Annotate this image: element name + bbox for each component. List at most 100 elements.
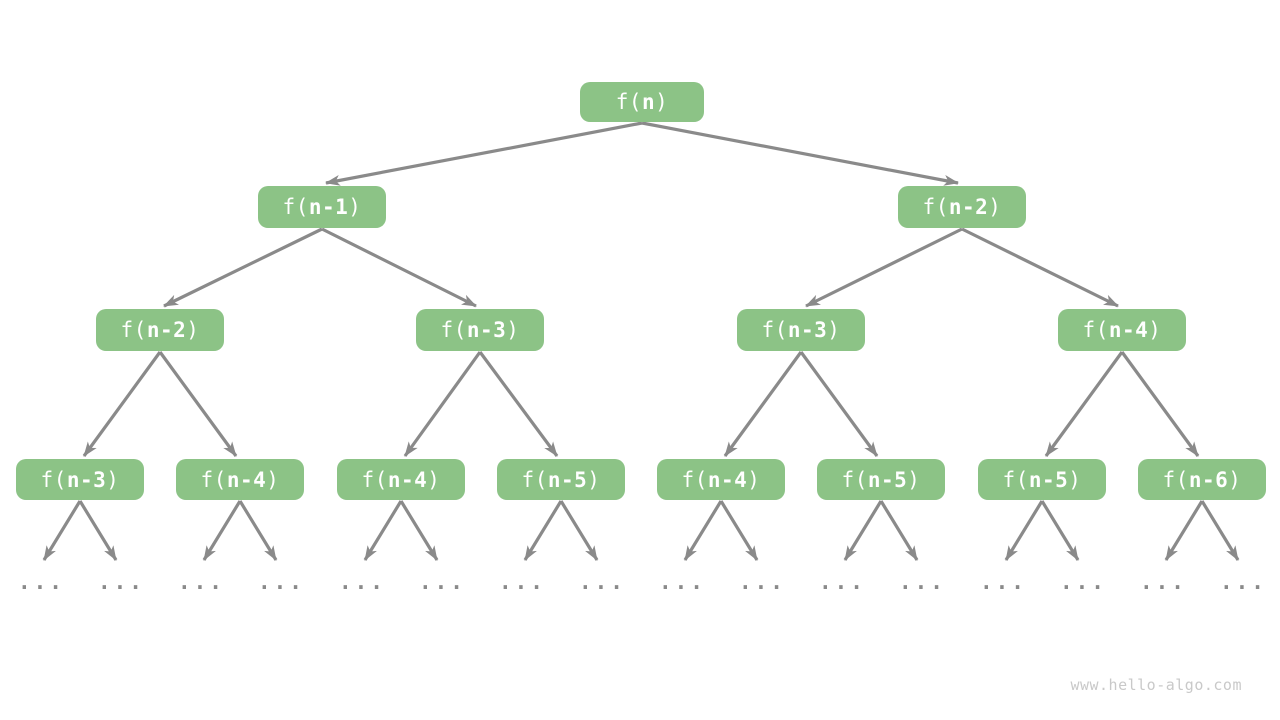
- node-label-pre: f(: [615, 90, 642, 114]
- node-label-pre: f(: [40, 467, 67, 492]
- node-f-n-5: f(n-5): [978, 459, 1106, 500]
- node-label-arg: n-5: [1028, 467, 1069, 492]
- node-f-n-6: f(n-6): [1138, 459, 1266, 500]
- node-label-arg: n-3: [66, 467, 107, 492]
- edge-arrow: [78, 500, 118, 561]
- ellipsis-leaf: ...: [18, 570, 65, 594]
- edge-arrow: [1040, 500, 1080, 561]
- edge-arrow: [799, 351, 879, 457]
- node-label-pre: f(: [440, 318, 467, 342]
- edge-arrow: [1164, 500, 1204, 561]
- node-label-post: ): [988, 195, 1002, 219]
- edge-arrow: [325, 121, 643, 186]
- ellipsis-leaf: ...: [899, 570, 946, 594]
- edge-arrow: [879, 500, 919, 561]
- node-label-pre: f(: [282, 195, 309, 219]
- edge-arrow: [42, 500, 82, 561]
- node-label-post: ): [427, 467, 441, 492]
- edge-arrow: [321, 227, 477, 308]
- edge-arrow: [1120, 351, 1200, 457]
- ellipsis-leaf: ...: [1060, 570, 1107, 594]
- node-label-post: ): [1068, 467, 1082, 492]
- ellipsis-leaf: ...: [98, 570, 145, 594]
- node-label-pre: f(: [1082, 318, 1109, 342]
- ellipsis-leaf: ...: [258, 570, 305, 594]
- node-label-pre: f(: [521, 467, 548, 492]
- node-label-pre: f(: [120, 318, 147, 342]
- node-label-pre: f(: [761, 318, 788, 342]
- edge-arrow: [1044, 351, 1124, 457]
- ellipsis-leaf: ...: [1220, 570, 1267, 594]
- node-label-post: ): [266, 467, 280, 492]
- node-label-arg: n-5: [867, 467, 908, 492]
- node-f-n-4: f(n-4): [1058, 309, 1186, 351]
- node-f-n-2: f(n-2): [96, 309, 224, 351]
- node-f-n-3: f(n-3): [416, 309, 544, 351]
- node-f-n-4: f(n-4): [337, 459, 465, 500]
- node-f-n-2: f(n-2): [898, 186, 1026, 228]
- node-label-arg: n-2: [948, 195, 989, 219]
- node-f-n: f(n): [580, 82, 704, 122]
- ellipsis-leaf: ...: [819, 570, 866, 594]
- node-label-arg: n: [641, 90, 656, 114]
- edge-arrow: [1200, 500, 1240, 561]
- node-f-n-1: f(n-1): [258, 186, 386, 228]
- edge-arrow: [163, 227, 323, 308]
- ellipsis-leaf: ...: [659, 570, 706, 594]
- edge-arrow: [805, 227, 963, 308]
- ellipsis-leaf: ...: [1140, 570, 1187, 594]
- node-label-post: ): [106, 467, 120, 492]
- edge-arrow: [82, 351, 162, 457]
- node-label-arg: n-4: [387, 467, 428, 492]
- edge-arrow: [723, 351, 803, 457]
- node-label-arg: n-4: [707, 467, 748, 492]
- node-label-post: ): [747, 467, 761, 492]
- node-f-n-5: f(n-5): [497, 459, 625, 500]
- edge-arrow: [641, 121, 959, 186]
- node-f-n-3: f(n-3): [16, 459, 144, 500]
- node-f-n-4: f(n-4): [176, 459, 304, 500]
- node-label-post: ): [1148, 318, 1162, 342]
- node-label-pre: f(: [841, 467, 868, 492]
- node-label-post: ): [907, 467, 921, 492]
- node-f-n-3: f(n-3): [737, 309, 865, 351]
- node-label-post: ): [827, 318, 841, 342]
- node-label-pre: f(: [200, 467, 227, 492]
- node-label-arg: n-2: [146, 318, 187, 342]
- node-f-n-4: f(n-4): [657, 459, 785, 500]
- edge-arrow: [523, 500, 563, 561]
- node-label-arg: n-1: [308, 195, 349, 219]
- node-label-pre: f(: [1162, 467, 1189, 492]
- edge-arrow: [363, 500, 403, 561]
- node-label-arg: n-4: [226, 467, 267, 492]
- edge-arrow: [202, 500, 242, 561]
- node-label-arg: n-3: [466, 318, 507, 342]
- ellipsis-leaf: ...: [579, 570, 626, 594]
- watermark-text: www.hello-algo.com: [1070, 676, 1242, 694]
- edge-arrow: [683, 500, 723, 561]
- edge-arrow: [399, 500, 439, 561]
- ellipsis-leaf: ...: [980, 570, 1027, 594]
- ellipsis-leaf: ...: [499, 570, 546, 594]
- node-label-post: ): [587, 467, 601, 492]
- node-label-arg: n-5: [547, 467, 588, 492]
- node-label-arg: n-3: [787, 318, 828, 342]
- edge-arrow: [478, 351, 559, 457]
- node-label-pre: f(: [681, 467, 708, 492]
- node-label-post: ): [348, 195, 362, 219]
- edge-arrow: [238, 500, 278, 561]
- node-label-arg: n-4: [1108, 318, 1149, 342]
- ellipsis-leaf: ...: [419, 570, 466, 594]
- edge-arrow: [961, 227, 1119, 308]
- node-label-post: ): [655, 90, 669, 114]
- edge-arrow: [403, 351, 482, 457]
- node-label-pre: f(: [1002, 467, 1029, 492]
- node-label-post: ): [506, 318, 520, 342]
- node-f-n-5: f(n-5): [817, 459, 945, 500]
- ellipsis-leaf: ...: [178, 570, 225, 594]
- edge-arrow: [719, 500, 759, 561]
- node-label-post: ): [1228, 467, 1242, 492]
- node-label-pre: f(: [922, 195, 949, 219]
- node-label-arg: n-6: [1188, 467, 1229, 492]
